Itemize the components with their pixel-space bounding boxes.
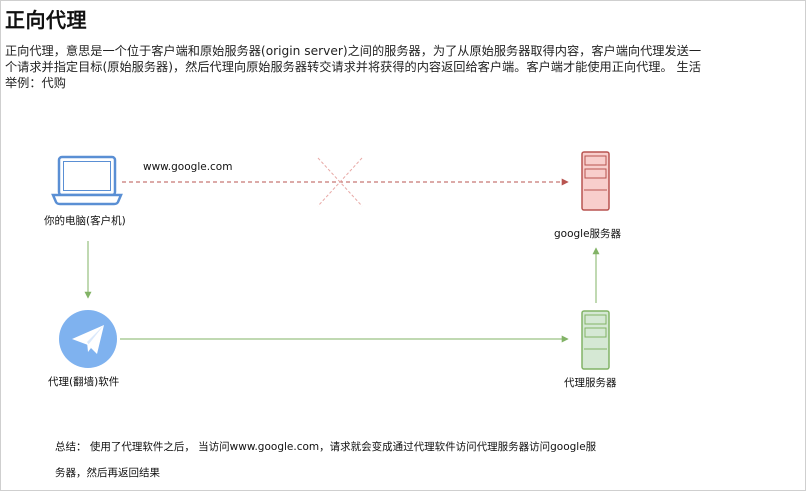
- intro-paragraph: 正向代理，意思是一个位于客户端和原始服务器(origin server)之间的服…: [5, 44, 702, 90]
- cross-icon: [317, 157, 363, 207]
- client-label: 你的电脑(客户机): [44, 215, 126, 227]
- page-title: 正向代理: [5, 8, 87, 32]
- proxy-software-label: 代理(翻墙)软件: [48, 376, 120, 388]
- direct-request-label: www.google.com: [143, 161, 233, 173]
- google-server-icon: [581, 151, 610, 211]
- summary-line-2: 务器，然后再返回结果: [55, 467, 160, 479]
- laptop-icon: [51, 155, 123, 206]
- proxy-server-icon: [581, 310, 610, 370]
- paper-plane-icon: [59, 310, 117, 368]
- summary-line-1: 总结： 使用了代理软件之后， 当访问www.google.com，请求就会变成通…: [55, 441, 597, 453]
- proxy-server-label: 代理服务器: [564, 377, 617, 389]
- google-server-label: google服务器: [554, 228, 622, 240]
